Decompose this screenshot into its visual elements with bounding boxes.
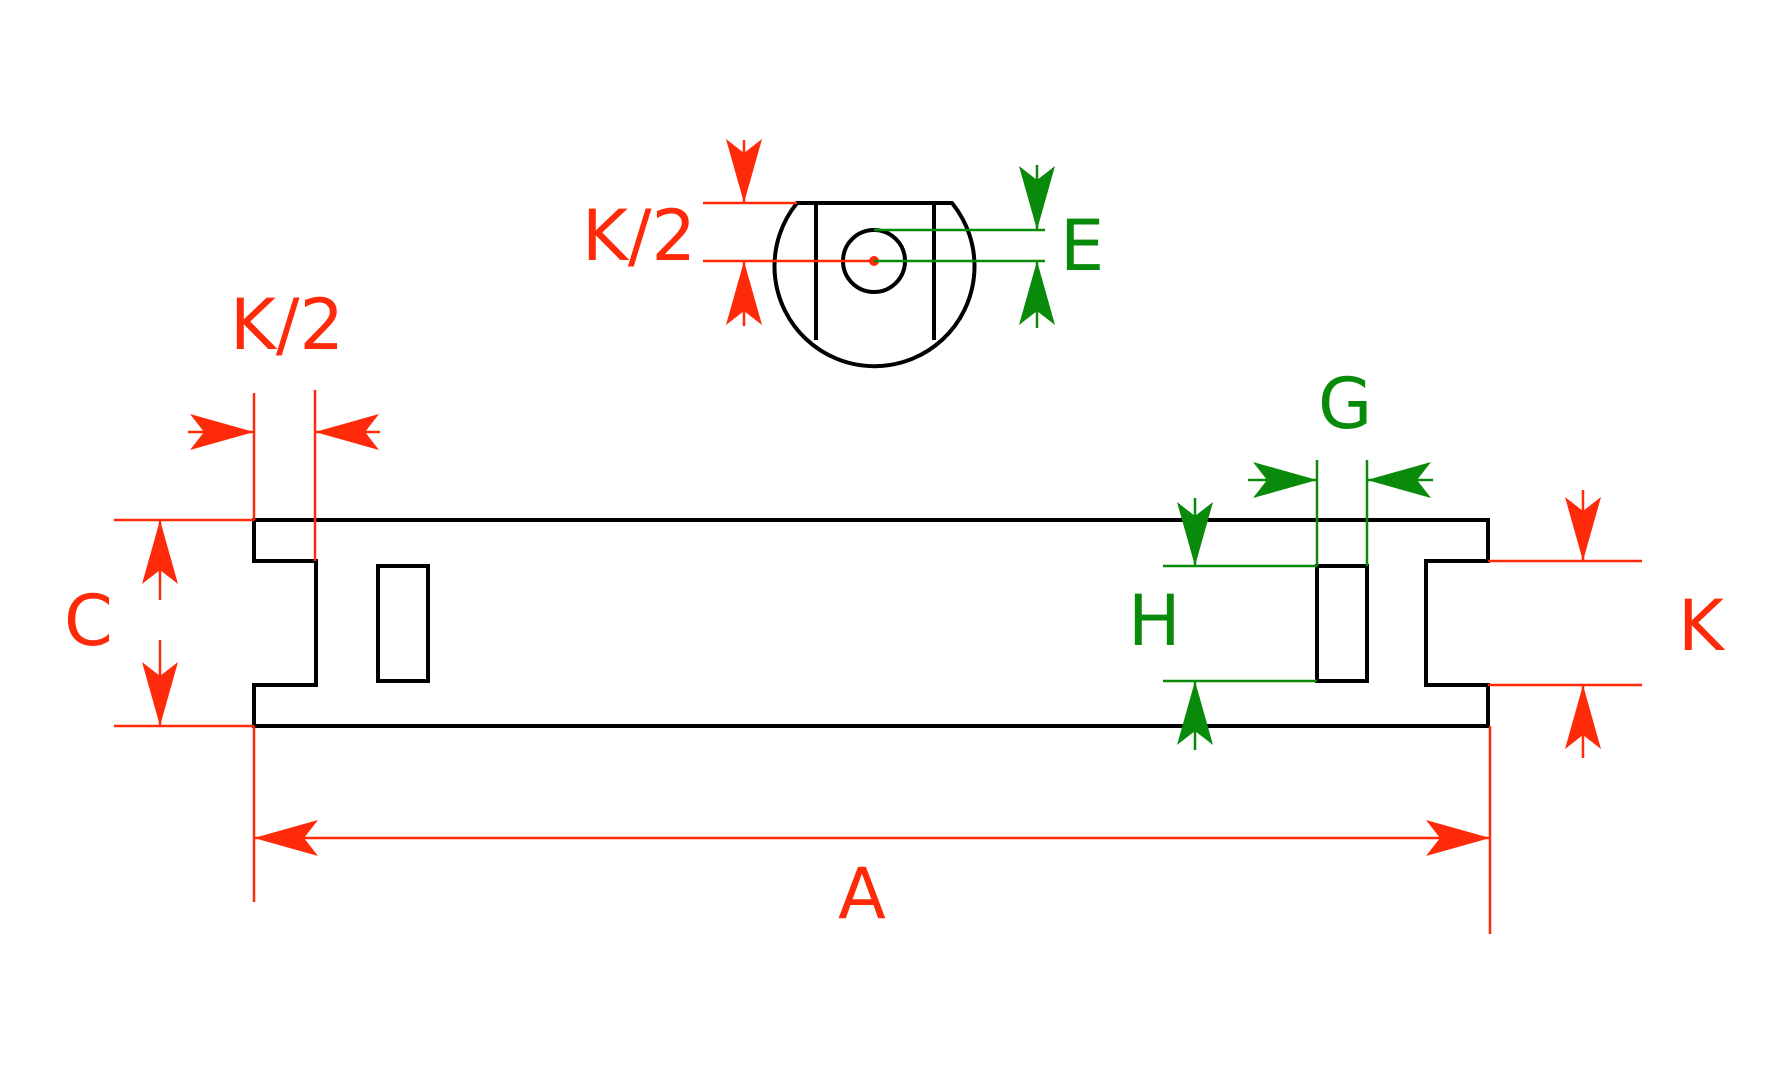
side-view-body bbox=[252, 518, 1490, 728]
label-k-half-left: K/2 bbox=[230, 284, 344, 366]
dimension-k bbox=[1488, 490, 1642, 758]
label-k: K bbox=[1678, 585, 1726, 667]
dimension-a bbox=[252, 726, 1492, 934]
dimension-e bbox=[874, 165, 1055, 328]
slot-right bbox=[1315, 564, 1369, 683]
side-view bbox=[252, 518, 1490, 728]
label-e: E bbox=[1060, 205, 1104, 287]
dimension-k-half-left bbox=[188, 390, 380, 561]
dimension-c bbox=[114, 518, 254, 728]
label-k-half-top: K/2 bbox=[582, 195, 696, 277]
slot-left bbox=[376, 564, 430, 683]
dimension-g bbox=[1248, 460, 1433, 566]
end-view bbox=[772, 201, 977, 369]
dimension-k-half-top bbox=[703, 139, 874, 326]
label-a: A bbox=[838, 853, 886, 935]
label-c: C bbox=[64, 580, 113, 662]
end-view-arc bbox=[772, 201, 977, 369]
label-h: H bbox=[1128, 580, 1181, 662]
label-g: G bbox=[1318, 363, 1372, 445]
dimension-h bbox=[1163, 498, 1317, 750]
